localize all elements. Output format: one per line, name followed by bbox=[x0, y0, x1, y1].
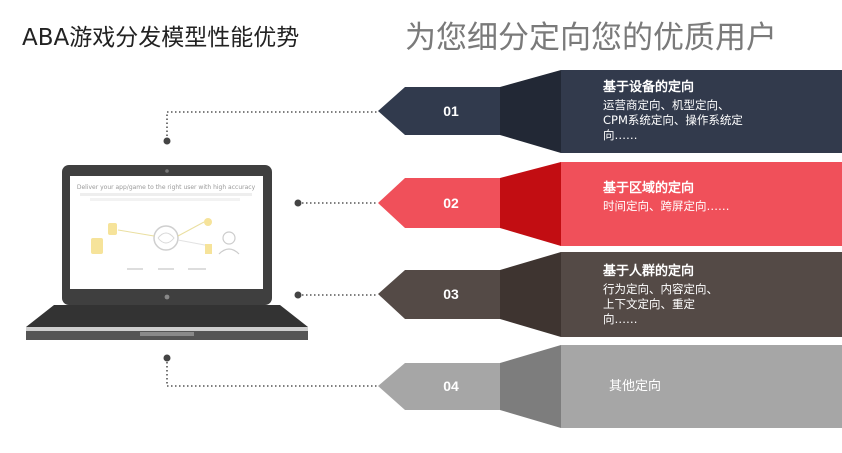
laptop-headline: Deliver your app/game to the right user … bbox=[77, 184, 256, 191]
card-03-title: 基于人群的定向 bbox=[603, 264, 695, 279]
card-01-desc-line-3: 向…… bbox=[603, 128, 638, 142]
connector-04 bbox=[166, 358, 378, 387]
connector-dot-01 bbox=[163, 137, 171, 145]
laptop-base bbox=[26, 305, 308, 327]
card-02-desc-line-1: 时间定向、跨屏定向…… bbox=[603, 199, 730, 213]
card-03-text: 基于人群的定向 行为定向、内容定向、 上下文定向、重定 向…… bbox=[603, 262, 773, 327]
card-02 bbox=[561, 162, 842, 246]
item-number-01: 01 bbox=[443, 103, 459, 119]
card-01-text: 基于设备的定向 运营商定向、机型定向、 CPM系统定向、操作系统定 向…… bbox=[603, 78, 773, 143]
connector-01 bbox=[166, 111, 378, 140]
card-03-desc-line-1: 行为定向、内容定向、 bbox=[603, 282, 718, 296]
arrow-01 bbox=[378, 87, 500, 135]
item-number-03: 03 bbox=[443, 286, 459, 302]
card-01-title: 基于设备的定向 bbox=[603, 80, 695, 95]
page-title: ABA游戏分发模型性能优势 bbox=[22, 25, 300, 51]
item-02: 02 bbox=[378, 162, 842, 246]
card-02-title: 基于区域的定向 bbox=[603, 181, 695, 196]
connector-dot-03 bbox=[294, 291, 302, 299]
card-01 bbox=[561, 70, 842, 153]
card-04-text: 其他定向 bbox=[609, 377, 759, 397]
item-01: 01 bbox=[378, 70, 842, 153]
item-number-02: 02 bbox=[443, 195, 459, 211]
item-04: 04 bbox=[378, 345, 842, 428]
arrow-04 bbox=[378, 363, 500, 410]
laptop-illustration: Deliver your app/game to the right user … bbox=[26, 165, 308, 340]
laptop-camera bbox=[165, 169, 169, 173]
item-number-04: 04 bbox=[443, 378, 459, 394]
page-subtitle: 为您细分定向您的优质用户 bbox=[405, 20, 777, 56]
item-03: 03 bbox=[378, 252, 842, 337]
connector-dot-04 bbox=[163, 354, 171, 362]
user-icon bbox=[222, 231, 236, 245]
card-03-desc-line-2: 上下文定向、重定 bbox=[603, 297, 695, 311]
neck-01 bbox=[500, 70, 561, 153]
card-04-title: 其他定向 bbox=[609, 379, 662, 394]
neck-03 bbox=[500, 252, 561, 337]
card-02-text: 基于区域的定向 时间定向、跨屏定向…… bbox=[603, 179, 773, 214]
card-03-desc-line-3: 向…… bbox=[603, 312, 638, 326]
arrow-02 bbox=[378, 178, 500, 228]
laptop-logo bbox=[164, 294, 170, 300]
card-03 bbox=[561, 252, 842, 337]
neck-04 bbox=[500, 345, 561, 428]
phone-icon-left bbox=[91, 238, 103, 254]
neck-02 bbox=[500, 162, 561, 246]
card-04 bbox=[561, 345, 842, 428]
card-01-desc-line-1: 运营商定向、机型定向、 bbox=[603, 98, 730, 112]
connector-dot-02 bbox=[294, 199, 302, 207]
brain-icon bbox=[153, 225, 179, 251]
card-01-desc-line-2: CPM系统定向、操作系统定 bbox=[603, 113, 743, 127]
connectors bbox=[166, 111, 378, 387]
laptop-touchpad bbox=[140, 332, 194, 336]
laptop-display bbox=[70, 176, 263, 289]
arrow-03 bbox=[378, 270, 500, 319]
